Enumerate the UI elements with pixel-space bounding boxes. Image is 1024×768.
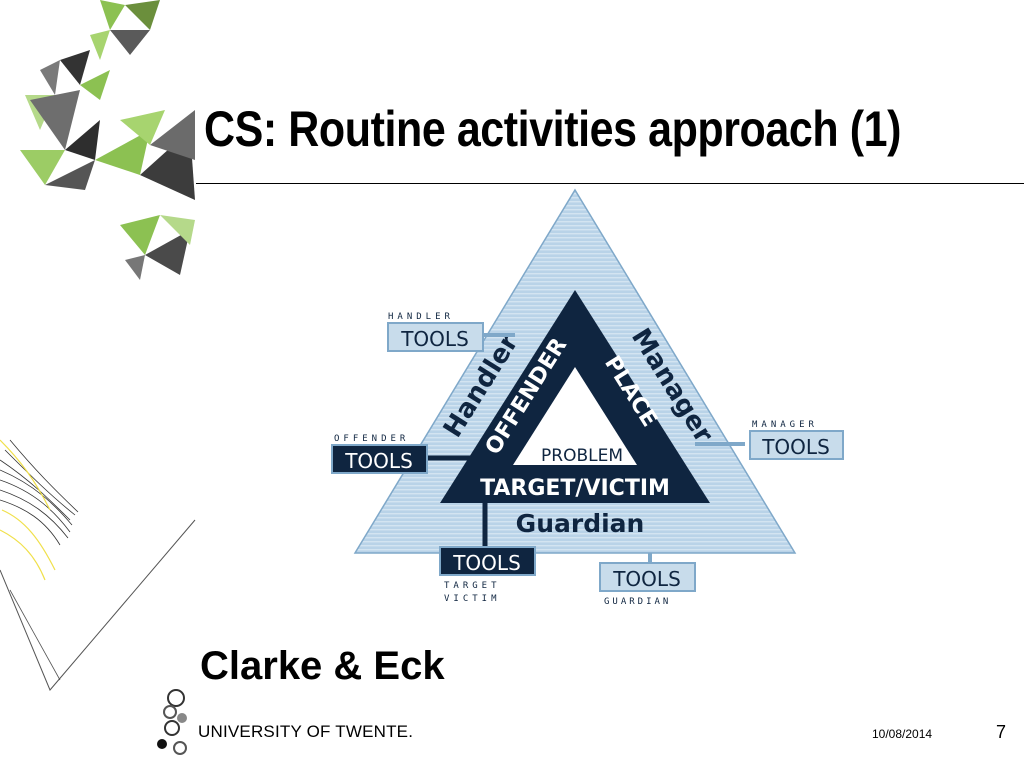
manager-tools-caption: MANAGER (752, 420, 818, 430)
handler-tools-box (387, 322, 484, 352)
handler-tools-label: TOOLS (400, 327, 469, 351)
university-logo-icon (157, 689, 187, 755)
guardian-tools-box (599, 562, 696, 592)
guardian-label: Guardian (516, 509, 645, 538)
slide-title: CS: Routine activities approach (1) (204, 101, 901, 157)
decorative-geometric-shapes (20, 0, 195, 280)
target-tools-caption-2: VICTIM (444, 594, 501, 604)
credit-text: Clarke & Eck (200, 644, 445, 688)
guardian-tools-label: TOOLS (612, 567, 681, 591)
target-victim-label: TARGET/VICTIM (480, 476, 670, 501)
routine-activities-triangle-diagram: PROBLEM OFFENDER PLACE TARGET/VICTIM Han… (331, 188, 844, 607)
target-tools-box (439, 546, 536, 576)
page-number: 7 (996, 722, 1007, 742)
offender-tools-label: TOOLS (344, 449, 413, 473)
decorative-line-art (0, 439, 196, 691)
center-triangle (513, 367, 637, 465)
target-tools-label: TOOLS (452, 551, 521, 575)
offender-tools-caption: OFFENDER (334, 434, 409, 444)
manager-tools-label: TOOLS (761, 435, 830, 459)
problem-label: PROBLEM (541, 446, 623, 466)
target-tools-caption-1: TARGET (444, 581, 501, 591)
university-name: UNIVERSITY OF TWENTE. (198, 722, 414, 741)
guardian-tools-caption: GUARDIAN (604, 597, 671, 607)
slide-date: 10/08/2014 (872, 727, 933, 741)
handler-tools-caption: HANDLER (388, 312, 454, 322)
offender-tools-box (331, 444, 428, 474)
manager-tools-box (749, 430, 844, 460)
title-divider (196, 183, 1024, 184)
